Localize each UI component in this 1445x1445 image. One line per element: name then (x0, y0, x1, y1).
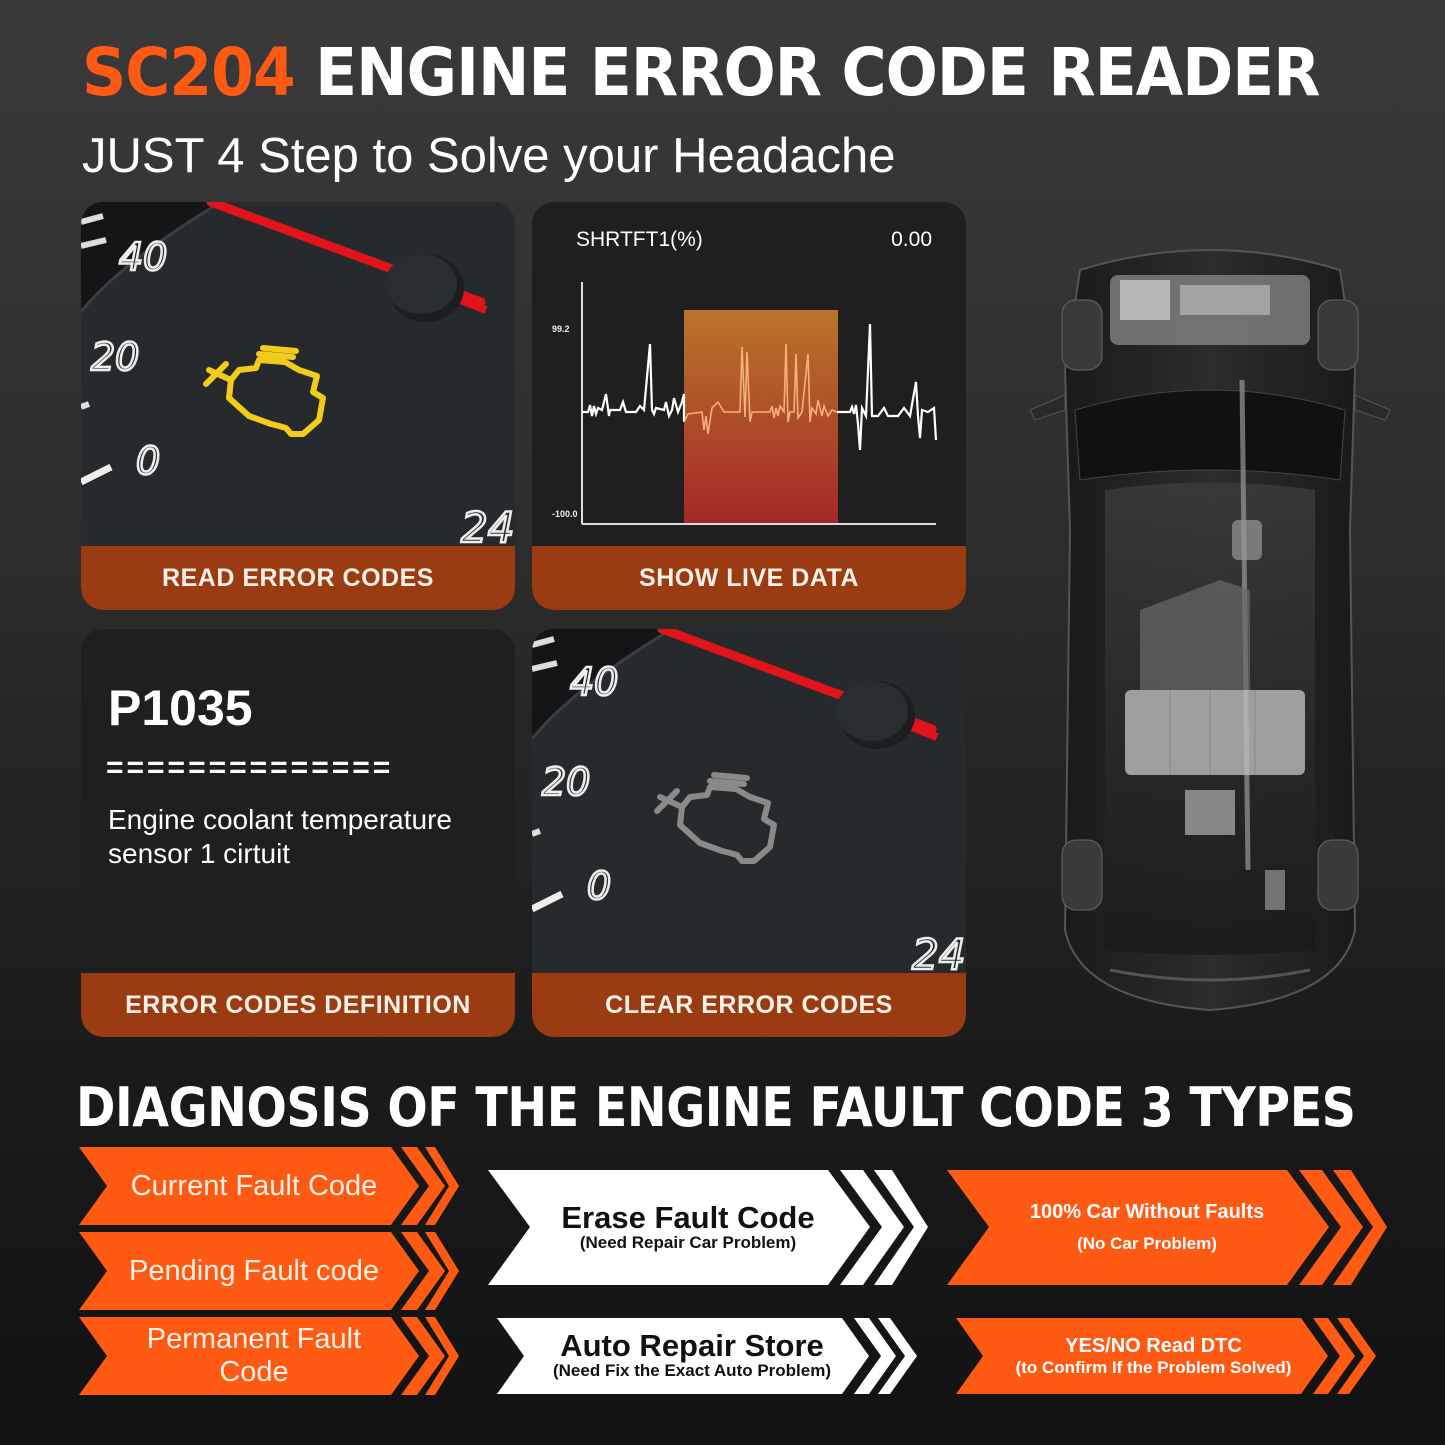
dtc-description: Engine coolant temperature sensor 1 cirt… (108, 804, 452, 869)
step-label: CLEAR ERROR CODES (532, 973, 966, 1037)
outcome-note: (No Car Problem) (1077, 1234, 1217, 1253)
step-label: SHOW LIVE DATA (532, 546, 966, 610)
fault-type-permanent: Permanent Fault Code (79, 1317, 459, 1395)
outcome-read-dtc: YES/NO Read DTC (to Confirm If the Probl… (956, 1318, 1376, 1394)
action-title: Auto Repair Store (560, 1328, 824, 1363)
highlight-region (684, 310, 838, 524)
step-label: ERROR CODES DEFINITION (81, 973, 515, 1037)
outcome-no-faults: 100% Car Without Faults (No Car Problem) (947, 1170, 1387, 1285)
gauge-tick-40: 40 (570, 660, 618, 704)
y-tick-max: 99.2 (552, 324, 570, 334)
fault-type-pending: Pending Fault code (79, 1232, 459, 1310)
separator: ============== (106, 751, 394, 784)
fault-type-label: Pending Fault code (129, 1254, 379, 1287)
outcome-title: YES/NO Read DTC (1065, 1334, 1242, 1357)
action-erase-fault-code: Erase Fault Code (Need Repair Car Proble… (488, 1170, 928, 1285)
live-data-chart: 99.2 -100.0 (552, 282, 938, 525)
chevron-arrow-shape (79, 1317, 459, 1395)
live-data-pid: SHRTFT1(%) (576, 228, 703, 251)
step-card-read-error-codes: 40 20 0 24 READ ERROR CODES (81, 202, 515, 610)
model-name: SC204 (82, 34, 296, 111)
outcome-title: 100% Car Without Faults (1029, 1201, 1265, 1223)
gauge-tick-24: 24 (912, 930, 965, 973)
live-data-value: 0.00 (891, 228, 932, 251)
chevron-arrow-shape (947, 1170, 1387, 1285)
gauge-tick-24: 24 (461, 503, 514, 546)
check-engine-icon (203, 345, 326, 437)
y-tick-min: -100.0 (552, 509, 578, 519)
car-xray-illustration (1029, 249, 1391, 1012)
title-text: ENGINE ERROR CODE READER (315, 34, 1320, 111)
gauge-tick-20: 20 (542, 760, 590, 804)
gauge-tick-20: 20 (91, 335, 139, 379)
chevron-arrow-shape (956, 1318, 1376, 1394)
page-title: SC204 ENGINE ERROR CODE READER (82, 40, 1321, 106)
outcome-note: (to Confirm If the Problem Solved) (1015, 1357, 1292, 1377)
section-heading: DIAGNOSIS OF THE ENGINE FAULT CODE 3 TYP… (76, 1076, 1356, 1139)
chevron-arrow-shape (79, 1147, 459, 1225)
gauge-illustration: 40 20 0 24 (81, 202, 515, 546)
step-card-error-codes-definition: P1035 ============== Engine coolant temp… (81, 629, 515, 1037)
gauge-tick-0: 0 (587, 864, 611, 908)
step-label: READ ERROR CODES (81, 546, 515, 610)
action-title: Erase Fault Code (561, 1199, 815, 1235)
data-line-highlight (683, 343, 838, 435)
data-line-left (582, 343, 686, 422)
fault-type-current: Current Fault Code (79, 1147, 459, 1225)
action-note: (Need Fix the Exact Auto Problem) (552, 1361, 832, 1380)
data-line-right (837, 323, 938, 451)
gauge-illustration: 40 20 0 24 (532, 629, 966, 973)
chevron-arrow-shape (79, 1232, 459, 1310)
action-note: (Need Repair Car Problem) (579, 1232, 797, 1252)
step-card-show-live-data: SHRTFT1(%) 0.00 99.2 -100.0 SHOW LIVE DA… (532, 202, 966, 610)
chevron-arrow-shape (488, 1170, 928, 1285)
fault-type-label: Current Fault Code (130, 1169, 378, 1202)
action-auto-repair-store: Auto Repair Store (Need Fix the Exact Au… (497, 1318, 917, 1394)
gauge-tick-0: 0 (136, 439, 160, 483)
fault-type-label: Permanent Fault Code (146, 1323, 362, 1388)
chevron-arrow-shape (497, 1318, 917, 1394)
dtc-code: P1035 (108, 680, 253, 736)
check-engine-icon (654, 772, 777, 864)
step-card-clear-error-codes: 40 20 0 24 CLEAR ERROR CODES (532, 629, 966, 1037)
gauge-tick-40: 40 (119, 235, 167, 279)
page-subtitle: JUST 4 Step to Solve your Headache (82, 129, 896, 183)
